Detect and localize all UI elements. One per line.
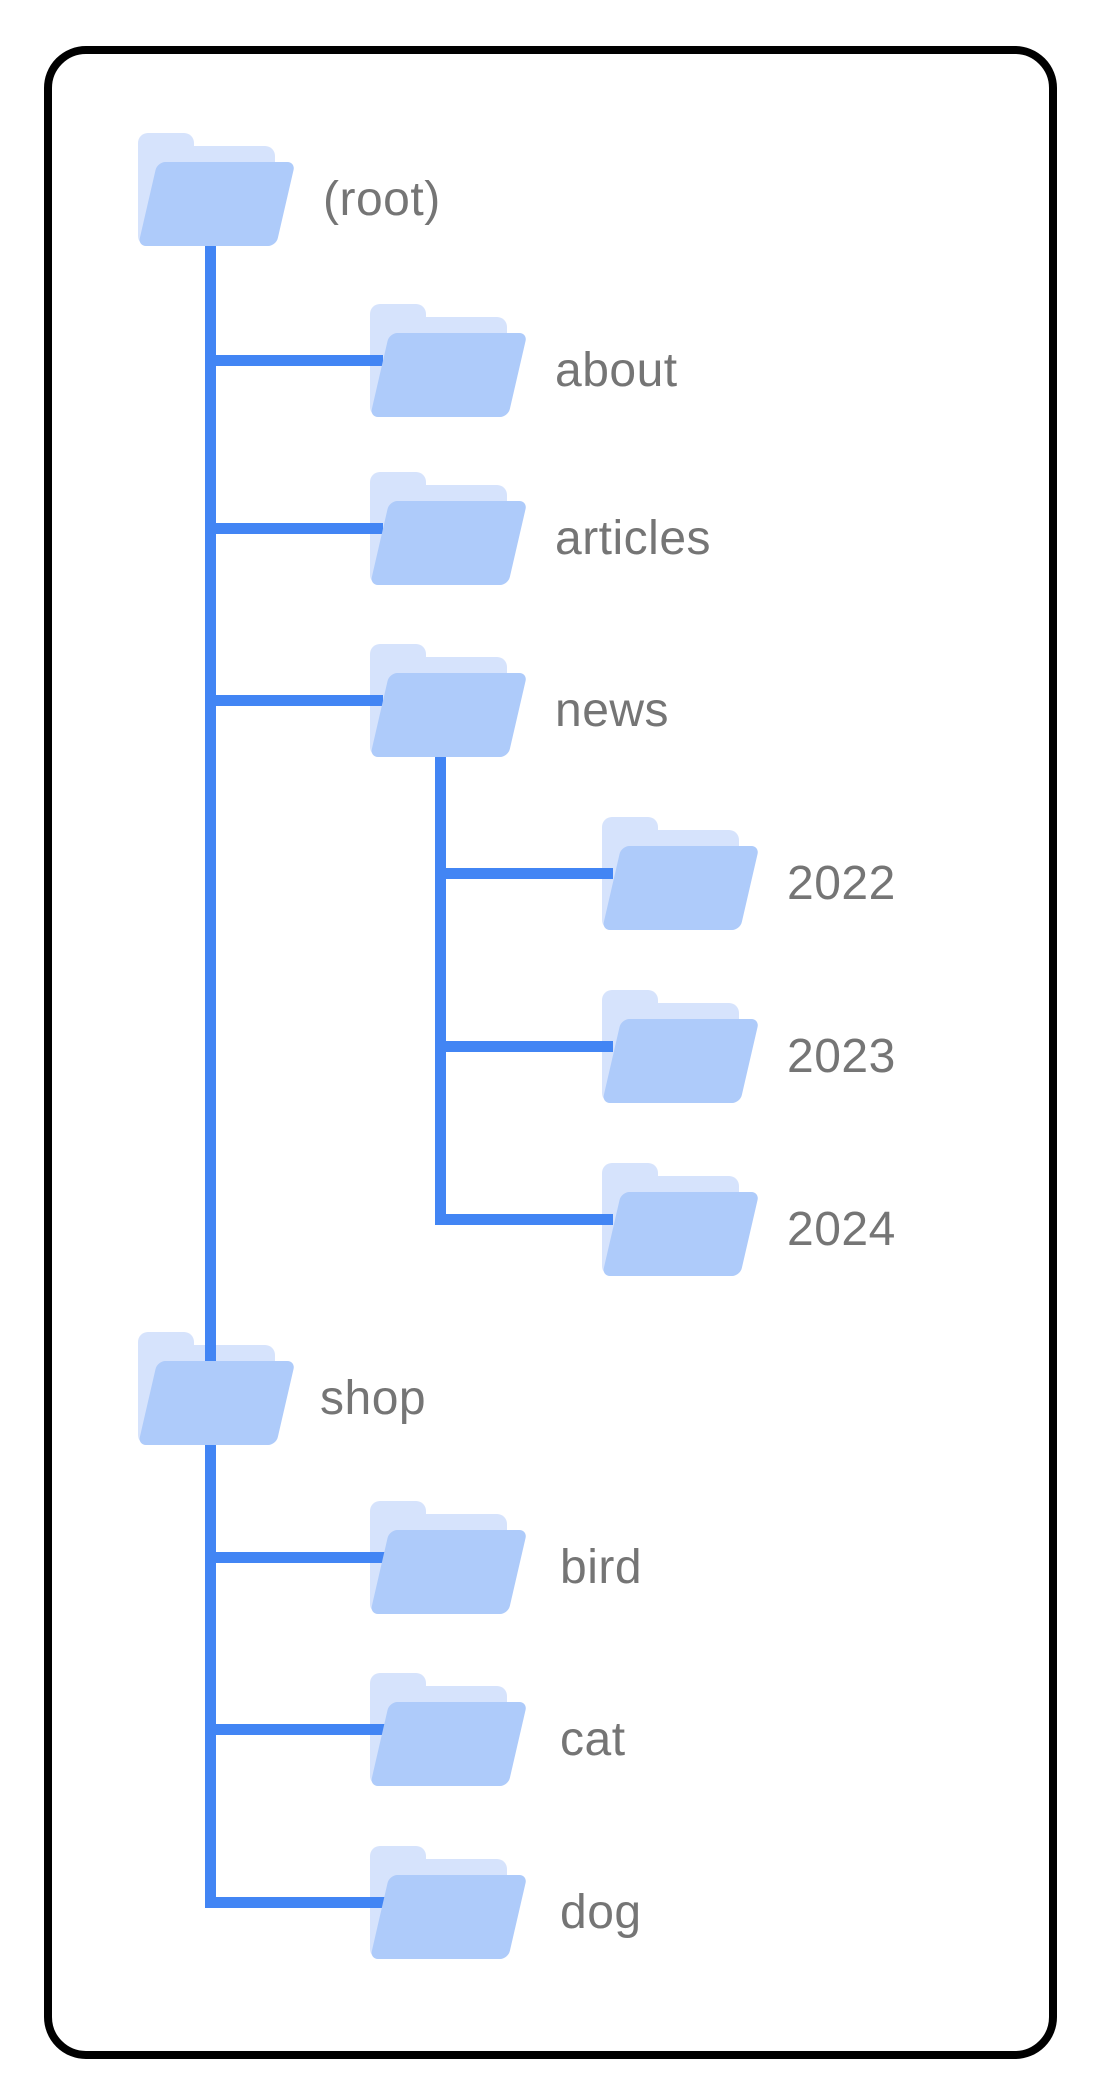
folder-icon-about [370,304,528,417]
folder-front [370,501,528,585]
folder-front [138,162,296,246]
folder-label-2023: 2023 [787,1030,896,1083]
connector-branch-news [205,695,383,706]
folder-front [370,1875,528,1959]
folder-icon-root [138,133,296,246]
folder-front [370,673,528,757]
folder-icon-dog [370,1846,528,1959]
folder-label-dog: dog [560,1886,642,1939]
connector-branch-2022 [435,868,613,879]
folder-icon-bird [370,1501,528,1614]
folder-label-about: about [555,344,678,397]
connector-branch-articles [205,523,383,534]
connector-vertical-news [435,752,446,1225]
folder-icon-2022 [602,817,760,930]
folder-label-root: (root) [323,173,441,226]
folder-front [370,1702,528,1786]
folder-icon-articles [370,472,528,585]
folder-front [370,1530,528,1614]
folder-icon-cat [370,1673,528,1786]
folder-front [602,846,760,930]
folder-icon-shop [138,1332,296,1445]
folder-icon-2023 [602,990,760,1103]
folder-label-articles: articles [555,512,712,565]
folder-icon-2024 [602,1163,760,1276]
connector-branch-2023 [435,1041,613,1052]
folder-label-cat: cat [560,1713,626,1766]
connector-branch-about [205,355,383,366]
folder-label-2022: 2022 [787,857,896,910]
connector-branch-cat [205,1724,385,1735]
connector-branch-dog [205,1897,385,1908]
folder-front [138,1361,296,1445]
folder-label-shop: shop [320,1372,427,1425]
folder-front [370,333,528,417]
connector-branch-bird [205,1552,385,1563]
folder-front [602,1192,760,1276]
folder-label-bird: bird [560,1541,643,1594]
folder-label-2024: 2024 [787,1203,896,1256]
folder-label-news: news [555,684,670,737]
folder-icon-news [370,644,528,757]
connector-branch-2024 [435,1214,613,1225]
folder-front [602,1019,760,1103]
rounded-frame-border [44,46,1057,2059]
connector-vertical-root [205,240,216,1908]
